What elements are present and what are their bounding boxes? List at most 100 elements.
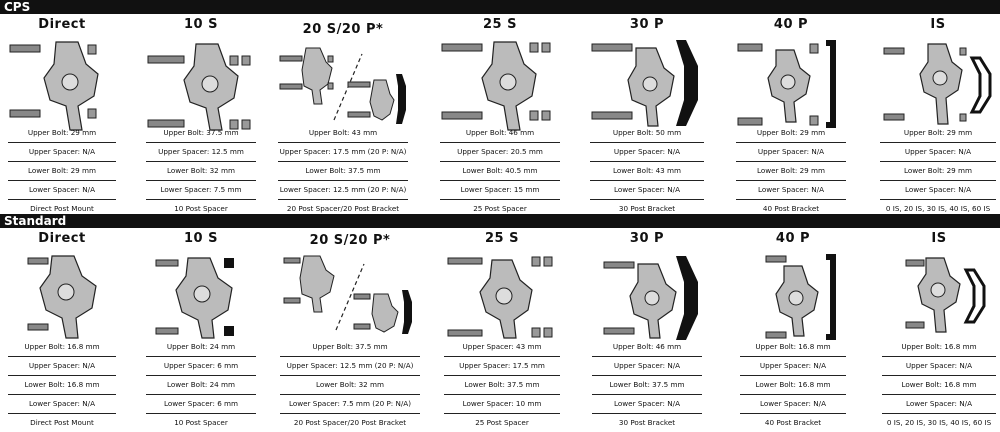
cps-25s-column: 25 S Upper Bolt: 46 mm Upper Spacer: 20.… <box>440 14 560 214</box>
spec-lower-bolt: Lower Bolt: 32 mm <box>280 376 420 395</box>
section-label: Standard <box>4 214 67 228</box>
spec-lower-spacer: Lower Spacer: N/A <box>740 395 846 414</box>
spec-lower-bolt: Lower Bolt: 32 mm <box>146 162 256 181</box>
spec-lower-spacer: Lower Spacer: N/A <box>736 181 846 200</box>
spec-upper-bolt: Upper Bolt: 46 mm <box>440 124 560 143</box>
spec-mount-type: 30 Post Bracket <box>618 418 676 427</box>
spec-upper-bolt: Upper Bolt: 29 mm <box>8 124 116 143</box>
spec-upper-bolt: Upper Bolt: 37.5 mm <box>280 338 420 357</box>
spec-upper-bolt: Upper Spacer: 43 mm <box>444 338 560 357</box>
spec-upper-spacer: Upper Spacer: 20.5 mm <box>440 143 560 162</box>
cps-40p-column: 40 P Upper Bolt: 29 mm Upper Spacer: N/A… <box>736 14 846 214</box>
column-title: 20 S/20 P* <box>302 22 384 37</box>
section-header-cps: CPS <box>0 0 1000 14</box>
spec-upper-bolt: Upper Bolt: 29 mm <box>880 124 996 143</box>
caliper-illustration <box>8 248 116 342</box>
column-title: 10 S <box>184 231 218 246</box>
spec-lower-spacer: Lower Spacer: N/A <box>8 395 116 414</box>
cps-10s-column: 10 S Upper Bolt: 37.5 mm Upper Spacer: 1… <box>146 14 256 214</box>
column-title: IS <box>930 17 946 32</box>
column-title: Direct <box>38 17 86 32</box>
spec-lower-bolt: Lower Bolt: 37.5 mm <box>444 376 560 395</box>
spec-lower-bolt: Lower Bolt: 29 mm <box>736 162 846 181</box>
spec-lower-bolt: Lower Bolt: 16.8 mm <box>8 376 116 395</box>
caliper-illustration <box>444 248 560 342</box>
standard-30p-column: 30 P Upper Bolt: 46 mm Upper Spacer: N/A… <box>592 228 702 431</box>
spec-lower-spacer: Lower Spacer: N/A <box>592 395 702 414</box>
spec-upper-bolt: Upper Bolt: 43 mm <box>278 124 408 143</box>
spec-upper-bolt: Upper Bolt: 16.8 mm <box>8 338 116 357</box>
spec-lower-spacer: Lower Spacer: N/A <box>882 395 996 414</box>
column-title: 25 S <box>485 231 519 246</box>
spec-upper-spacer: Upper Spacer: N/A <box>592 357 702 376</box>
spec-upper-spacer: Upper Spacer: N/A <box>8 357 116 376</box>
standard-is-column: IS Upper Bolt: 16.8 mm Upper Spacer: N/A… <box>882 228 996 431</box>
spec-upper-spacer: Upper Spacer: N/A <box>590 143 704 162</box>
spec-lower-bolt: Lower Bolt: 29 mm <box>8 162 116 181</box>
spec-lower-bolt: Lower Bolt: 43 mm <box>590 162 704 181</box>
spec-upper-bolt: Upper Bolt: 16.8 mm <box>882 338 996 357</box>
standard-25s-column: 25 S Upper Spacer: 43 mm Upper Spacer: 1… <box>444 228 560 431</box>
spec-mount-type: Direct Post Mount <box>30 418 94 427</box>
spec-upper-bolt: Upper Bolt: 24 mm <box>146 338 256 357</box>
column-title: Direct <box>38 231 86 246</box>
spec-mount-type: 10 Post Spacer <box>174 418 228 427</box>
caliper-illustration <box>590 34 704 134</box>
column-title: 25 S <box>483 17 517 32</box>
spec-upper-bolt: Upper Bolt: 29 mm <box>736 124 846 143</box>
spec-upper-spacer: Upper Spacer: N/A <box>8 143 116 162</box>
cps-30p-column: 30 P Upper Bolt: 50 mm Upper Spacer: N/A… <box>590 14 704 214</box>
spec-lower-spacer: Lower Spacer: N/A <box>590 181 704 200</box>
column-title: 10 S <box>184 17 218 32</box>
caliper-illustration <box>146 248 256 342</box>
spec-mount-type: 0 IS, 20 IS, 30 IS, 40 IS, 60 IS <box>886 418 992 427</box>
caliper-illustration <box>736 34 846 134</box>
cps-20s-20p-column: 20 S/20 P* Upper Bolt: 43 mm Upper Space… <box>278 14 408 214</box>
cps-direct-column: Direct Upper Bolt: 29 mm Upper Spacer: N… <box>8 14 116 214</box>
spec-upper-spacer: Upper Spacer: 12.5 mm (20 P: N/A) <box>280 357 420 376</box>
spec-upper-spacer: Upper Spacer: 17.5 mm <box>444 357 560 376</box>
spec-upper-spacer: Upper Spacer: N/A <box>736 143 846 162</box>
standard-direct-column: Direct Upper Bolt: 16.8 mm Upper Spacer:… <box>8 228 116 431</box>
caliper-illustration <box>592 248 702 342</box>
spec-lower-spacer: Lower Spacer: N/A <box>8 181 116 200</box>
section-label: CPS <box>4 0 31 14</box>
spec-upper-spacer: Upper Spacer: N/A <box>740 357 846 376</box>
caliper-illustration <box>882 248 996 342</box>
spec-lower-spacer: Lower Spacer: 12.5 mm (20 P: N/A) <box>278 181 408 200</box>
spec-lower-bolt: Lower Bolt: 29 mm <box>880 162 996 181</box>
column-title: 40 P <box>773 17 809 32</box>
spec-lower-bolt: Lower Bolt: 37.5 mm <box>278 162 408 181</box>
caliper-illustration <box>146 34 256 134</box>
spec-upper-spacer: Upper Spacer: 17.5 mm (20 P: N/A) <box>278 143 408 162</box>
spec-upper-bolt: Upper Bolt: 46 mm <box>592 338 702 357</box>
spec-mount-type: 25 Post Spacer <box>473 204 527 213</box>
spec-mount-type: 10 Post Spacer <box>174 204 228 213</box>
spec-lower-spacer: Lower Spacer: N/A <box>880 181 996 200</box>
standard-20s-20p-column: 20 S/20 P* Upper Bolt: 37.5 mm Upper Spa… <box>280 228 420 431</box>
column-title: 20 S/20 P* <box>309 233 391 248</box>
spec-upper-spacer: Upper Spacer: 12.5 mm <box>146 143 256 162</box>
spec-mount-type: 0 IS, 20 IS, 30 IS, 40 IS, 60 IS <box>885 204 991 213</box>
spec-mount-type: 20 Post Spacer/20 Post Bracket <box>293 418 407 427</box>
cps-is-column: IS Upper Bolt: 29 mm Upper Spacer: N/A L… <box>880 14 996 214</box>
spec-mount-type: 20 Post Spacer/20 Post Bracket <box>286 204 400 213</box>
spec-lower-spacer: Lower Spacer: 7.5 mm (20 P: N/A) <box>280 395 420 414</box>
caliper-illustration <box>278 40 408 134</box>
spec-lower-bolt: Lower Bolt: 40.5 mm <box>440 162 560 181</box>
spec-upper-spacer: Upper Spacer: N/A <box>882 357 996 376</box>
caliper-illustration <box>880 34 996 134</box>
standard-10s-column: 10 S Upper Bolt: 24 mm Upper Spacer: 6 m… <box>146 228 256 431</box>
caliper-illustration <box>440 34 560 134</box>
standard-40p-column: 40 P Upper Bolt: 16.8 mm Upper Spacer: N… <box>740 228 846 431</box>
spec-mount-type: Direct Post Mount <box>30 204 94 213</box>
column-title: 40 P <box>775 231 811 246</box>
spec-mount-type: 40 Post Bracket <box>762 204 820 213</box>
spec-lower-spacer: Lower Spacer: 10 mm <box>444 395 560 414</box>
spec-lower-bolt: Lower Bolt: 24 mm <box>146 376 256 395</box>
spec-upper-spacer: Upper Spacer: N/A <box>880 143 996 162</box>
caliper-illustration <box>740 248 846 342</box>
spec-lower-bolt: Lower Bolt: 16.8 mm <box>740 376 846 395</box>
spec-mount-type: 30 Post Bracket <box>618 204 676 213</box>
spec-lower-spacer: Lower Spacer: 15 mm <box>440 181 560 200</box>
